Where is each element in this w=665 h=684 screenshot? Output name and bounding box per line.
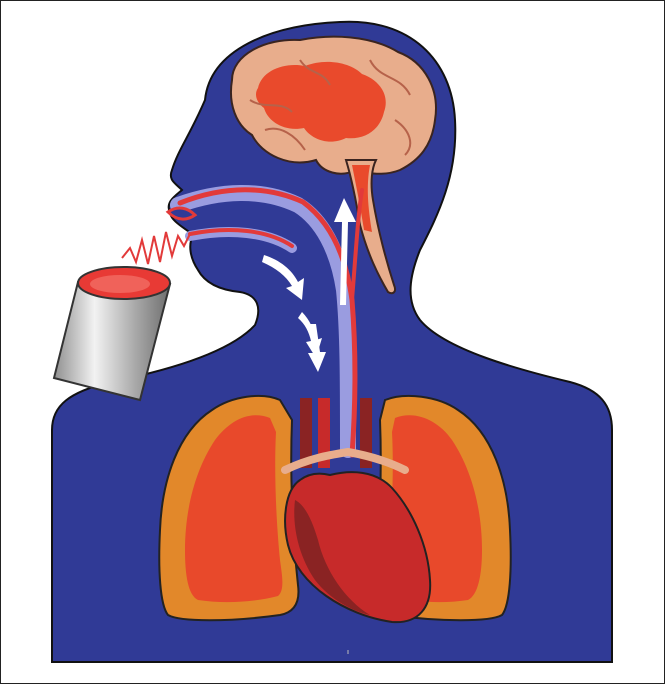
spray-icon (122, 232, 190, 264)
